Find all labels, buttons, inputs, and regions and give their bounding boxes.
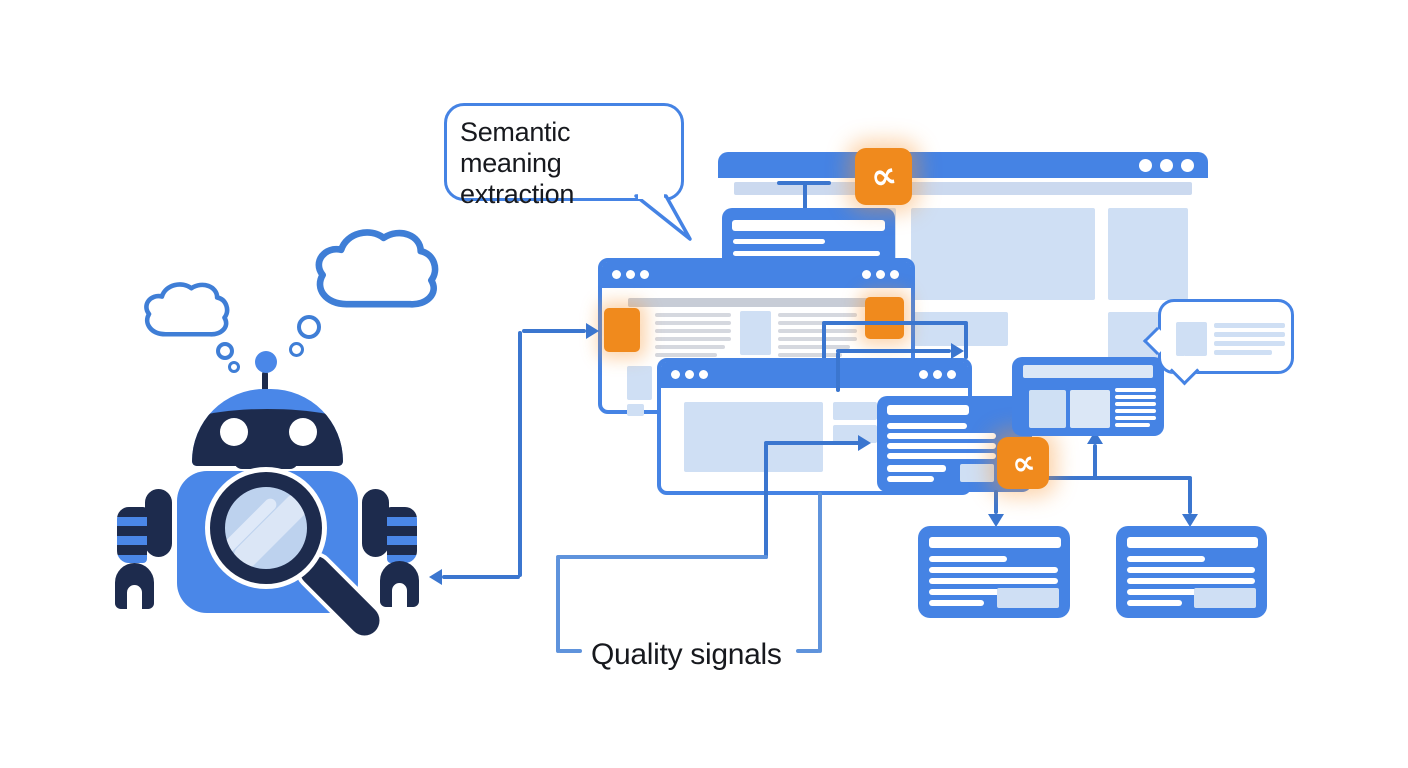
arrowhead-right-icon bbox=[858, 435, 871, 451]
quality-callout-label: Quality signals bbox=[591, 638, 782, 671]
window-to-robot-arrow bbox=[442, 575, 520, 579]
robot-to-window-arrow bbox=[522, 329, 586, 333]
fanout-line bbox=[1018, 476, 1192, 480]
alpha-badge-icon: ∝ bbox=[997, 437, 1049, 489]
result-card-bottom-left bbox=[918, 526, 1070, 618]
link-line-leg bbox=[964, 323, 968, 359]
window-titlebar bbox=[602, 262, 911, 288]
link-line bbox=[822, 321, 968, 325]
window-dots-icon bbox=[862, 270, 899, 279]
robot-link-line bbox=[518, 331, 522, 577]
window-dots-icon bbox=[612, 270, 649, 279]
thought-cloud-large-icon bbox=[315, 229, 439, 308]
arrowhead-left-icon bbox=[429, 569, 442, 585]
thought-dot-icon bbox=[289, 342, 304, 357]
robot-left-hand bbox=[115, 563, 154, 609]
antenna-ball bbox=[255, 351, 277, 373]
bubble-tail-icon bbox=[634, 193, 692, 241]
robot-eye-right bbox=[289, 418, 317, 446]
thought-cloud-small-icon bbox=[144, 282, 230, 337]
result-card bbox=[1012, 357, 1164, 436]
connector-a-b-leg bbox=[803, 183, 807, 210]
thought-dot-icon bbox=[228, 361, 240, 373]
alpha-badge-icon: ∝ bbox=[855, 148, 912, 205]
quality-bracket-right bbox=[818, 492, 822, 653]
result-card-bottom-right bbox=[1116, 526, 1267, 618]
robot-head bbox=[192, 389, 343, 466]
quality-path-leg bbox=[764, 443, 768, 559]
fanout-leg-left bbox=[994, 490, 998, 514]
robot-right-arm bbox=[362, 489, 389, 557]
proportional-glyph: ∝ bbox=[1008, 442, 1038, 484]
robot-eye-left bbox=[220, 418, 248, 446]
fanout-leg-right bbox=[1188, 478, 1192, 514]
robot-left-arm bbox=[145, 489, 172, 557]
quality-path bbox=[764, 441, 860, 445]
fanout-leg-up bbox=[1093, 444, 1097, 478]
quality-bracket-top bbox=[556, 555, 768, 559]
arrowhead-right-icon bbox=[951, 343, 964, 359]
highlight-square-right-icon bbox=[865, 297, 904, 339]
link-line-leg bbox=[822, 323, 826, 363]
window-dots-icon bbox=[1139, 159, 1194, 172]
window-titlebar bbox=[661, 362, 968, 388]
thought-dot-icon bbox=[216, 342, 234, 360]
semantic-callout-bubble: Semantic meaning extraction bbox=[444, 103, 684, 209]
magnifying-glass-icon bbox=[210, 472, 322, 584]
window-dots-icon bbox=[919, 370, 956, 379]
robot-right-hand bbox=[380, 561, 419, 607]
robot-right-forearm bbox=[387, 507, 417, 563]
antenna-stem bbox=[262, 371, 268, 393]
quality-bracket-stub-right bbox=[796, 649, 820, 653]
quality-bracket-stub-left bbox=[558, 649, 582, 653]
window-titlebar bbox=[718, 152, 1208, 178]
thought-dot-icon bbox=[297, 315, 321, 339]
quality-bracket-left bbox=[556, 557, 560, 653]
robot-left-forearm bbox=[117, 507, 147, 563]
arrowhead-down-icon bbox=[1182, 514, 1198, 527]
link-arrow-leg bbox=[836, 352, 840, 392]
semantic-callout-label: Semantic meaning extraction bbox=[460, 117, 575, 209]
proportional-glyph: ∝ bbox=[867, 153, 900, 199]
window-dots-icon bbox=[671, 370, 708, 379]
arrowhead-right-icon bbox=[586, 323, 599, 339]
highlight-square-left-icon bbox=[604, 308, 640, 352]
arrowhead-down-icon bbox=[988, 514, 1004, 527]
link-arrow bbox=[836, 349, 951, 353]
